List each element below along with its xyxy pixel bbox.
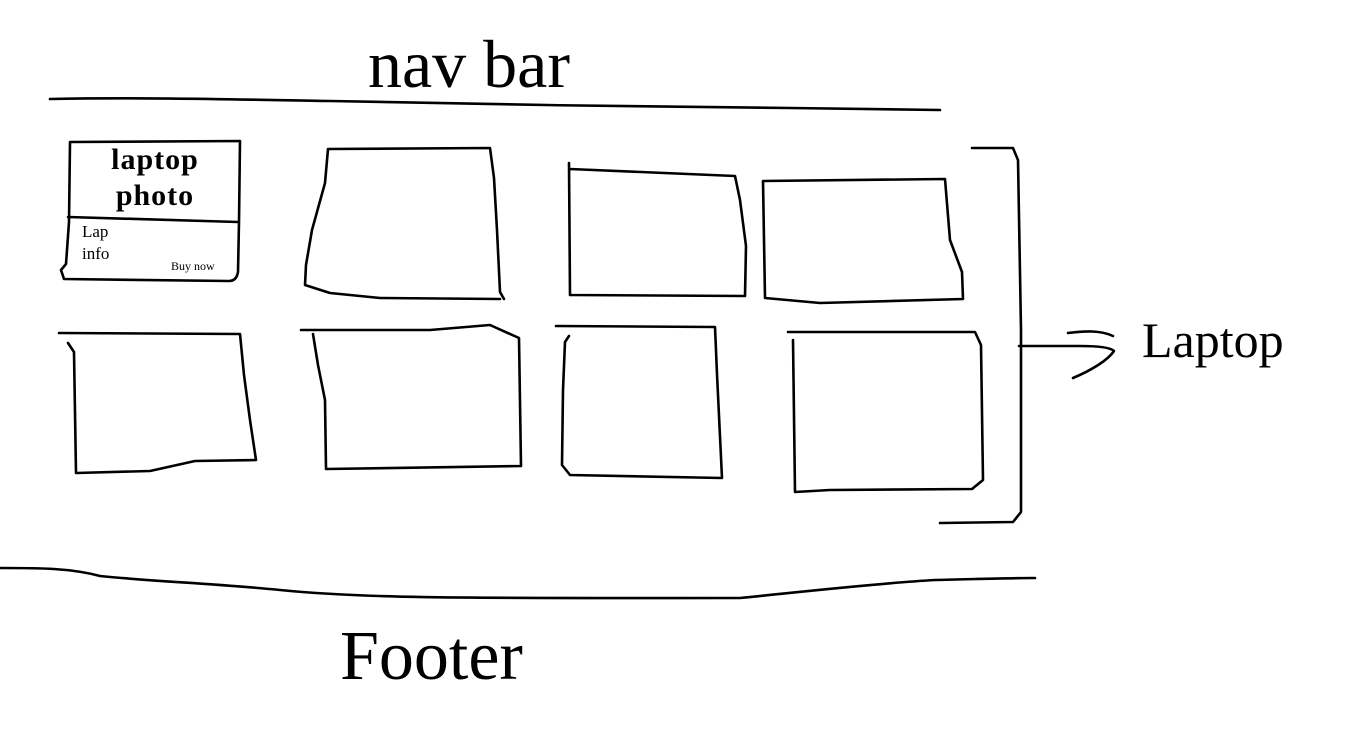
laptop-card-6 (299, 323, 523, 471)
buy-now-button[interactable]: Buy now (171, 259, 215, 273)
footer-divider-line (0, 566, 1037, 600)
laptop-group-label: Laptop (1142, 312, 1284, 368)
laptop-group-bracket (938, 146, 1023, 525)
nav-divider-line (48, 97, 942, 112)
laptop-card-4 (761, 177, 965, 305)
laptop-card-3 (567, 161, 748, 298)
footer-title: Footer (340, 618, 523, 695)
nav-bar-title: nav bar (368, 26, 571, 102)
laptop-card-7 (554, 324, 724, 480)
card-1-divider (66, 215, 240, 224)
laptop-photo-label: laptop photo (111, 143, 199, 212)
laptop-arrow (1017, 344, 1116, 380)
laptop-arrow-tip (1066, 330, 1115, 338)
laptop-card-1 (59, 139, 242, 283)
laptop-card-2 (303, 146, 506, 301)
laptop-card-5 (57, 331, 258, 475)
laptop-info-label: Lap info (82, 222, 110, 264)
laptop-card-8 (786, 330, 985, 494)
